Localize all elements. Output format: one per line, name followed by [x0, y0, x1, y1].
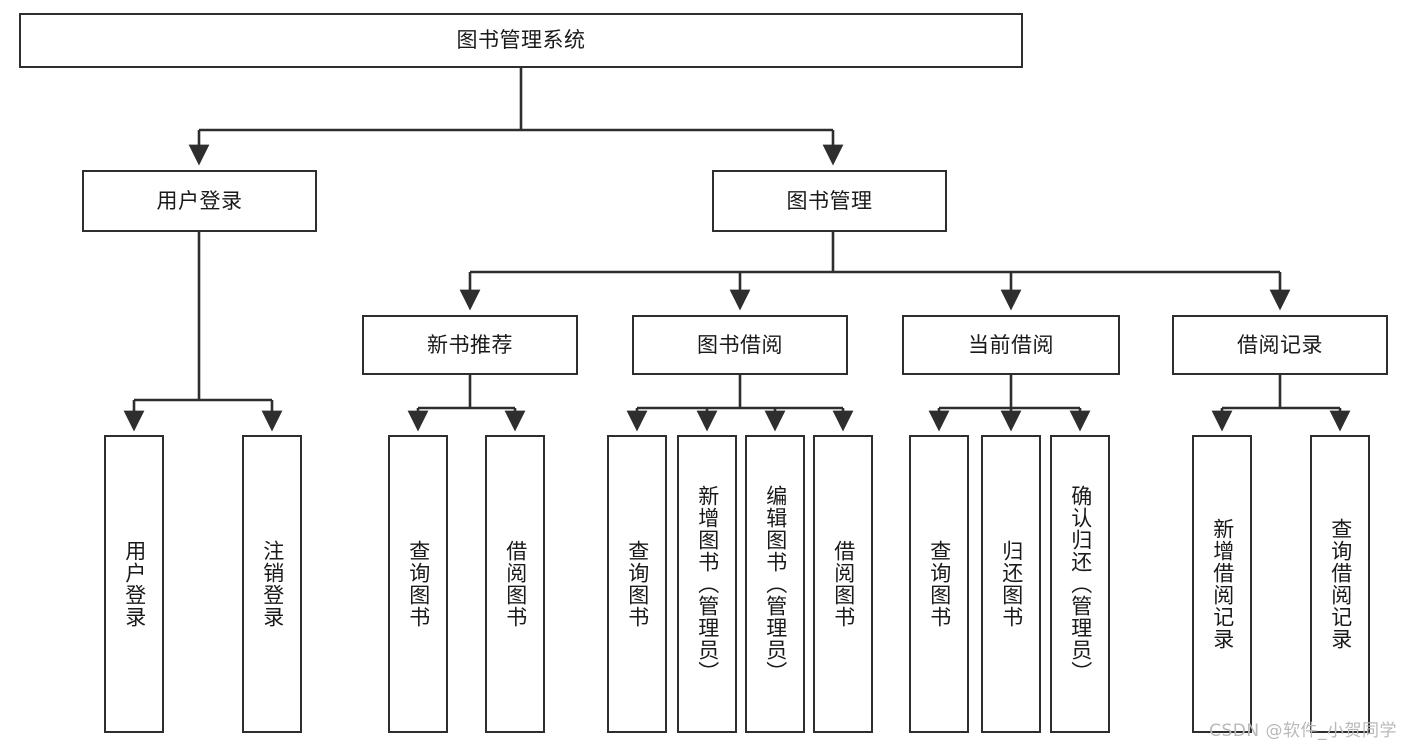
leaf-user-login[interactable]: 用户登录 — [104, 435, 164, 733]
node-book-management-label: 图书管理 — [786, 188, 873, 213]
leaf-edit-book-admin-label: 编辑图书（管理员） — [763, 485, 788, 683]
leaf-borrow-book-label: 借阅图书 — [831, 540, 856, 628]
node-current-borrow-label: 当前借阅 — [968, 332, 1054, 357]
leaf-user-login-label: 用户登录 — [122, 540, 147, 628]
leaf-add-book-admin-label: 新增图书（管理员） — [695, 485, 720, 683]
leaf-query-borrow-record[interactable]: 查询借阅记录 — [1310, 435, 1370, 733]
node-borrow-record-label: 借阅记录 — [1237, 332, 1323, 357]
csdn-watermark: CSDN @软件_小贺同学 — [1209, 721, 1397, 741]
leaf-borrow-book[interactable]: 借阅图书 — [813, 435, 873, 733]
leaf-logout-label: 注销登录 — [260, 540, 285, 628]
leaf-add-book-admin[interactable]: 新增图书（管理员） — [677, 435, 737, 733]
leaf-query-book-recommend[interactable]: 查询图书 — [388, 435, 448, 733]
leaf-borrow-book-recommend-label: 借阅图书 — [503, 540, 528, 628]
node-current-borrow[interactable]: 当前借阅 — [902, 315, 1120, 375]
leaf-add-borrow-record[interactable]: 新增借阅记录 — [1192, 435, 1252, 733]
node-book-management[interactable]: 图书管理 — [712, 170, 947, 232]
leaf-borrow-book-recommend[interactable]: 借阅图书 — [485, 435, 545, 733]
node-user-login-label: 用户登录 — [156, 188, 243, 213]
leaf-query-book-current[interactable]: 查询图书 — [909, 435, 969, 733]
node-borrow-record[interactable]: 借阅记录 — [1172, 315, 1388, 375]
node-new-book-recommend-label: 新书推荐 — [427, 332, 513, 357]
node-book-borrow[interactable]: 图书借阅 — [632, 315, 848, 375]
node-user-login[interactable]: 用户登录 — [82, 170, 317, 232]
leaf-query-book-borrow-label: 查询图书 — [625, 540, 650, 628]
leaf-return-book-label: 归还图书 — [999, 540, 1024, 628]
node-root[interactable]: 图书管理系统 — [19, 13, 1023, 68]
node-root-label: 图书管理系统 — [456, 28, 586, 53]
leaf-query-book-recommend-label: 查询图书 — [406, 540, 431, 628]
leaf-confirm-return-admin-label: 确认归还（管理员） — [1068, 485, 1093, 683]
leaf-confirm-return-admin[interactable]: 确认归还（管理员） — [1050, 435, 1110, 733]
leaf-add-borrow-record-label: 新增借阅记录 — [1210, 518, 1235, 650]
leaf-query-book-current-label: 查询图书 — [927, 540, 952, 628]
leaf-query-borrow-record-label: 查询借阅记录 — [1328, 518, 1353, 650]
leaf-query-book-borrow[interactable]: 查询图书 — [607, 435, 667, 733]
leaf-edit-book-admin[interactable]: 编辑图书（管理员） — [745, 435, 805, 733]
node-book-borrow-label: 图书借阅 — [697, 332, 783, 357]
leaf-return-book[interactable]: 归还图书 — [981, 435, 1041, 733]
node-new-book-recommend[interactable]: 新书推荐 — [362, 315, 578, 375]
leaf-logout[interactable]: 注销登录 — [242, 435, 302, 733]
